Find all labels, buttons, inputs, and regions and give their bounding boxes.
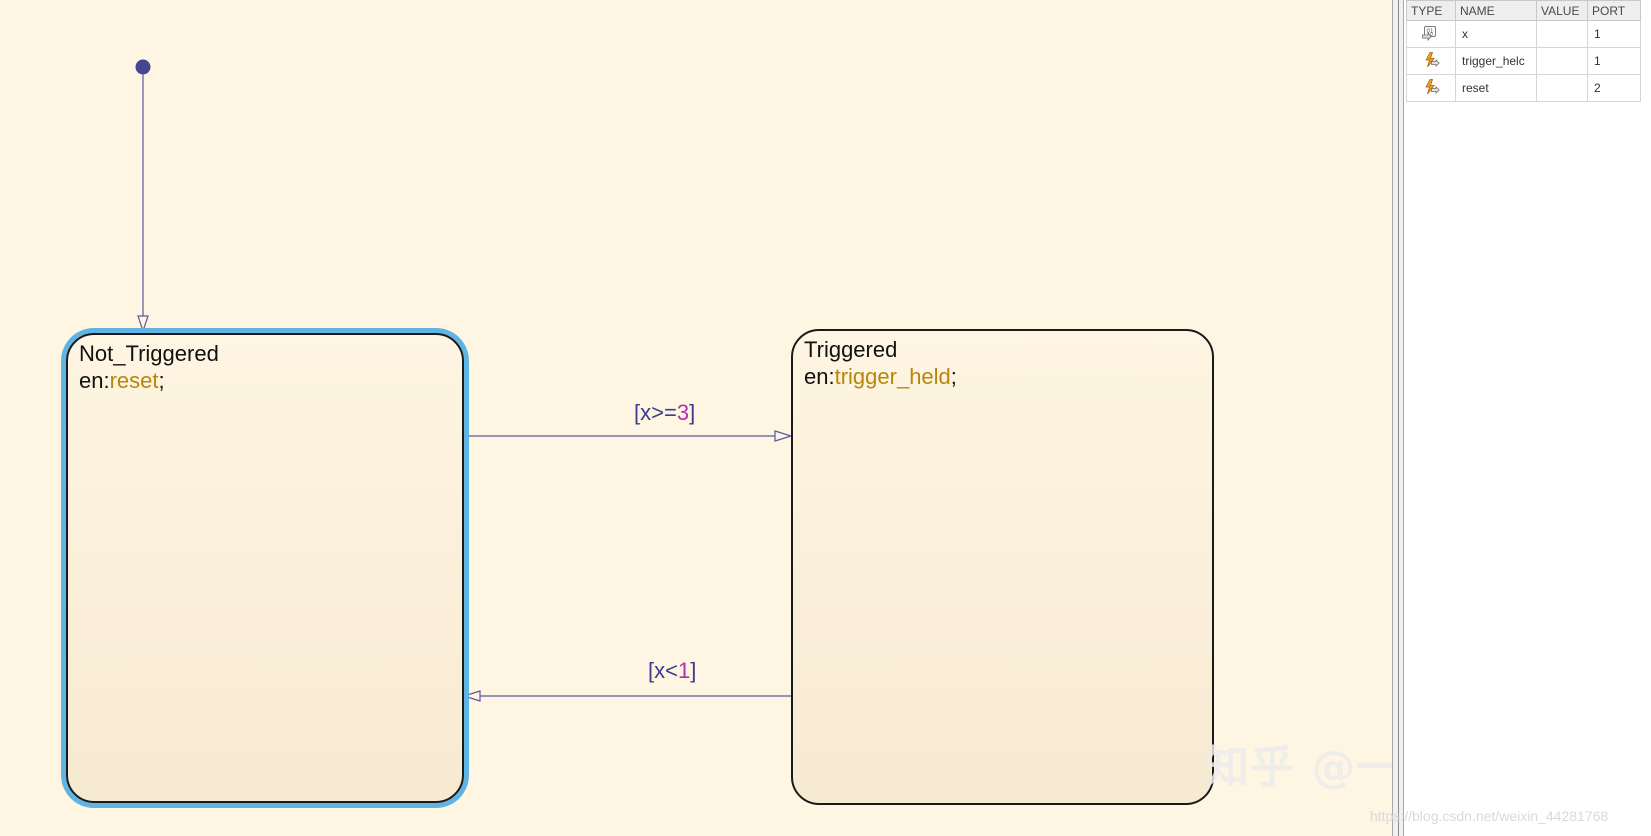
condition-open: [x< (648, 658, 678, 683)
condition-open: [x>= (634, 400, 677, 425)
symbols-pane: TYPE NAME VALUE PORT 01 10 (1404, 0, 1651, 836)
transition-condition-label[interactable]: [x<1] (648, 658, 696, 684)
transition-condition-label[interactable]: [x>=3] (634, 400, 695, 426)
symbol-value (1536, 20, 1588, 48)
symbol-name: reset (1455, 74, 1537, 102)
symbol-name: trigger_helc (1455, 47, 1537, 75)
state-entry-action: en:trigger_held; (804, 364, 957, 390)
transition-to-triggered-arrowhead (774, 430, 794, 442)
symbol-value (1536, 74, 1588, 102)
transitions-layer (135, 59, 794, 702)
column-header-port[interactable]: PORT (1587, 0, 1641, 21)
state-entry-action: en:reset; (79, 368, 165, 394)
data-input-icon: 01 10 (1422, 25, 1440, 44)
action-prefix: en: (804, 364, 835, 389)
symbols-header-row: TYPE NAME VALUE PORT (1406, 0, 1641, 21)
state-not-triggered[interactable]: Not_Triggered en:reset; (66, 333, 464, 803)
state-title: Not_Triggered (79, 341, 219, 366)
symbol-name: x (1455, 20, 1537, 48)
table-row[interactable]: reset 2 (1406, 74, 1641, 102)
symbols-table: TYPE NAME VALUE PORT 01 10 (1406, 0, 1641, 102)
default-transition-arrowhead (137, 315, 149, 333)
splitter-line (1398, 0, 1399, 836)
default-transition-dot[interactable] (135, 59, 151, 75)
symbol-port: 2 (1587, 74, 1641, 102)
transition-to-not-triggered-arrowhead (461, 690, 481, 702)
table-row[interactable]: trigger_helc 1 (1406, 47, 1641, 75)
table-row[interactable]: 01 10 x 1 (1406, 20, 1641, 48)
panel-splitter[interactable] (1392, 0, 1404, 836)
svg-text:01: 01 (1427, 28, 1434, 34)
event-output-icon (1422, 78, 1440, 98)
action-prefix: en: (79, 368, 110, 393)
condition-value: 3 (676, 400, 690, 425)
watermark-url: https://blog.csdn.net/weixin_44281768 (1370, 808, 1609, 824)
action-function: trigger_held (834, 364, 951, 389)
chart-canvas[interactable]: Not_Triggered en:reset; Triggered en:tri… (0, 0, 1392, 836)
condition-value: 1 (677, 658, 691, 683)
symbol-port: 1 (1587, 47, 1641, 75)
watermark-zhihu: 知乎 @一大块肥皂 (1205, 742, 1392, 793)
column-header-name[interactable]: NAME (1455, 0, 1537, 21)
condition-close: ] (689, 400, 696, 425)
state-title: Triggered (804, 337, 898, 362)
column-header-value[interactable]: VALUE (1536, 0, 1588, 21)
action-suffix: ; (158, 368, 165, 393)
state-triggered[interactable]: Triggered en:trigger_held; (791, 329, 1214, 805)
action-suffix: ; (950, 364, 957, 389)
action-function: reset (109, 368, 159, 393)
condition-close: ] (690, 658, 697, 683)
event-output-icon (1422, 51, 1440, 71)
symbol-port: 1 (1587, 20, 1641, 48)
column-header-type[interactable]: TYPE (1406, 0, 1456, 21)
symbol-value (1536, 47, 1588, 75)
